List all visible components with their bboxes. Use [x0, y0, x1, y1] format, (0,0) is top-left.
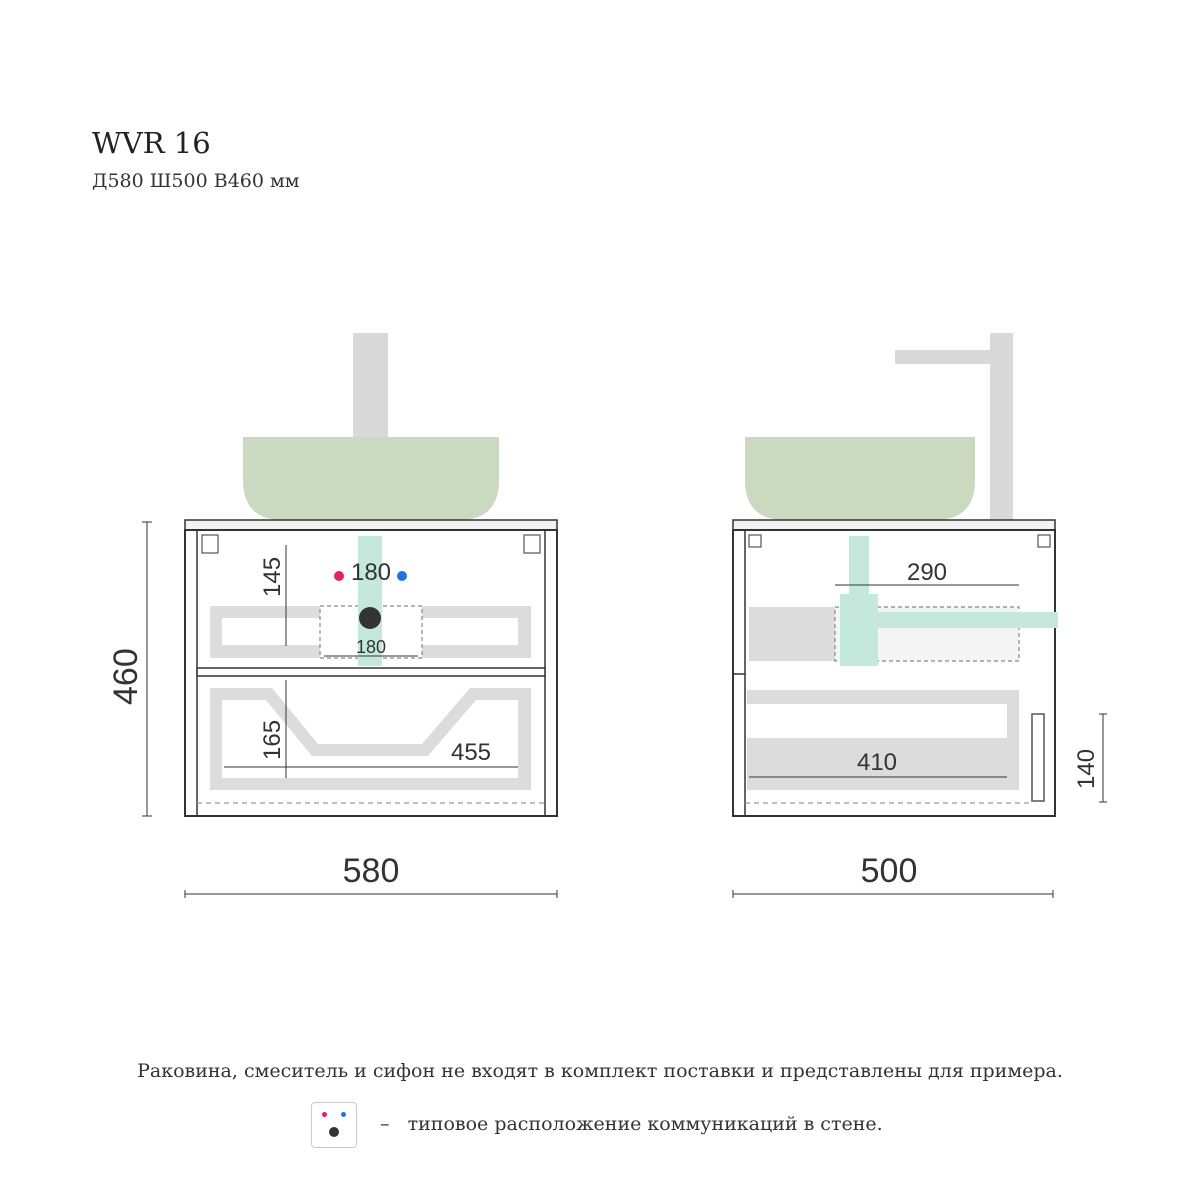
front-lower-drawer-height-label: 165	[259, 720, 286, 760]
legend-description: – типовое расположение коммуникаций в ст…	[380, 1113, 883, 1135]
side-faucet	[895, 333, 1013, 521]
communications-legend-icon	[311, 1102, 357, 1148]
side-countertop	[732, 519, 1056, 531]
front-upper-drawer-height-label: 145	[259, 557, 286, 597]
side-basin	[745, 437, 975, 520]
front-height-label: 460	[107, 648, 145, 705]
drain-dot	[329, 1127, 339, 1137]
hot-water-icon	[334, 571, 344, 581]
side-handle-height-label: 140	[1073, 749, 1100, 789]
cold-water-dot	[341, 1112, 346, 1117]
side-view: 290 410 140 500	[732, 333, 1107, 898]
side-cutout-depth-label: 290	[907, 559, 947, 586]
front-pipe-spacing-label: 180	[351, 559, 391, 586]
front-view: 145 180 180 165 455 460 580	[107, 333, 558, 898]
legend-label: типовое расположение коммуникаций в стен…	[407, 1113, 883, 1135]
side-siphon	[840, 536, 1058, 666]
side-upper-drawer	[749, 607, 835, 661]
model-title: WVR 16	[92, 126, 211, 160]
hot-water-dot	[322, 1112, 327, 1117]
side-depth-label: 500	[861, 852, 918, 890]
side-drawer-depth-label: 410	[857, 749, 897, 776]
front-basin	[243, 437, 499, 520]
side-lower-drawer	[747, 690, 1019, 790]
overall-dimensions: Д580 Ш500 В460 мм	[92, 170, 300, 192]
side-handle	[1031, 713, 1045, 802]
front-lower-drawer	[210, 688, 531, 790]
front-cutout-width-label: 180	[356, 637, 386, 657]
legend-separator: –	[380, 1113, 390, 1135]
disclaimer-note: Раковина, смеситель и сифон не входят в …	[137, 1060, 1063, 1082]
front-width-label: 580	[343, 852, 400, 890]
front-drain-pipe	[358, 536, 382, 666]
drain-outlet-icon	[359, 607, 381, 629]
front-countertop	[184, 519, 558, 531]
front-faucet	[353, 333, 388, 439]
cold-water-icon	[397, 571, 407, 581]
front-lower-drawer-width-label: 455	[451, 739, 491, 766]
